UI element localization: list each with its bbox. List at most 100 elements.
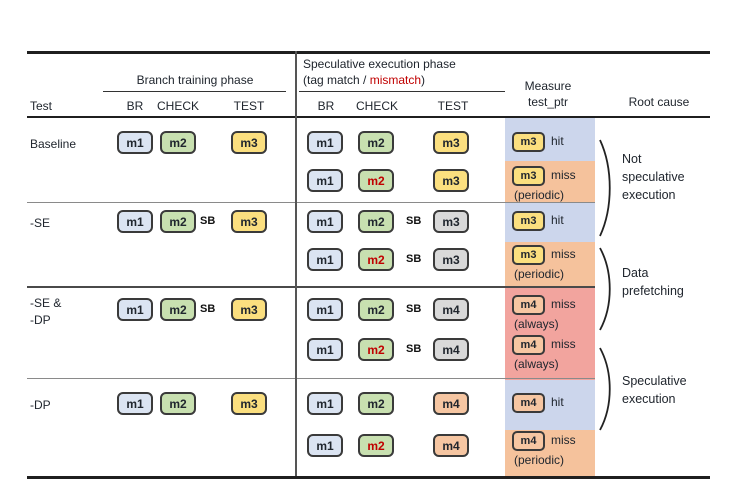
mismatch-text: mismatch [369, 73, 422, 87]
measure-result: hit [551, 134, 564, 148]
spec-br-box: m1 [307, 248, 343, 271]
store-buffer-label: SB [406, 215, 422, 227]
spec-br-box: m1 [307, 392, 343, 415]
spec-phase-header: Speculative execution phase [303, 57, 456, 71]
row-separator-2 [27, 286, 595, 288]
measure-box: m4 [512, 295, 545, 315]
spec-test-box: m4 [433, 434, 469, 457]
spec-test-box: m4 [433, 298, 469, 321]
spec-phase-subheader: (tag match / mismatch) [303, 73, 425, 87]
measure-box: m3 [512, 132, 545, 152]
spec-test-box: m3 [433, 248, 469, 271]
header-rule [27, 116, 710, 118]
measure-result: hit [551, 213, 564, 227]
store-buffer-label: SB [200, 215, 216, 227]
table-row: m1 m2 m3 m1 m2 m3 m3 hit [0, 131, 750, 155]
measure-box: m3 [512, 211, 545, 231]
measure-box: m4 [512, 393, 545, 413]
test-column-header: Test [30, 99, 53, 113]
bottom-rule [27, 476, 710, 479]
train-check-header: CHECK [156, 99, 199, 113]
root-cause-line: prefetching [622, 284, 684, 298]
train-test-header: TEST [233, 99, 265, 113]
measure-result: miss [551, 247, 576, 261]
row-separator-1 [27, 202, 595, 204]
root-cause-line: Data [622, 266, 649, 280]
spec-br-box: m1 [307, 434, 343, 457]
test-label-se-dp-line1: -SE & [30, 296, 62, 310]
spec-br-box: m1 [307, 338, 343, 361]
train-check-box: m2 [160, 210, 196, 233]
brace-data-prefetching [599, 247, 611, 331]
spec-br-box: m1 [307, 131, 343, 154]
train-check-box: m2 [160, 298, 196, 321]
root-cause-line: Speculative [622, 374, 687, 388]
measure-header-line2: test_ptr [527, 95, 569, 109]
train-br-box: m1 [117, 131, 153, 154]
measure-qualifier: (always) [514, 317, 559, 331]
train-br-header: BR [126, 99, 144, 113]
spec-check-box: m2 [358, 210, 394, 233]
spec-br-header: BR [317, 99, 335, 113]
measure-box: m3 [512, 166, 545, 186]
train-br-box: m1 [117, 298, 153, 321]
test-label-baseline: Baseline [30, 137, 77, 151]
spec-check-box: m2 [358, 434, 394, 457]
spec-check-header: CHECK [355, 99, 398, 113]
store-buffer-label: SB [406, 303, 422, 315]
root-cause-not-speculative: Not speculative execution [622, 150, 685, 204]
measure-result: miss [551, 337, 576, 351]
top-rule [27, 51, 710, 54]
train-test-box: m3 [231, 131, 267, 154]
branch-phase-header: Branch training phase [136, 73, 254, 87]
test-label-dp: -DP [30, 398, 51, 412]
branch-phase-underline [103, 91, 286, 93]
spec-check-box: m2 [358, 298, 394, 321]
measure-qualifier: (always) [514, 357, 559, 371]
measure-result: miss [551, 168, 576, 182]
store-buffer-label: SB [406, 253, 422, 265]
train-br-box: m1 [117, 392, 153, 415]
table-row: m1 m2 m3 m3 miss (periodic) [0, 166, 750, 202]
train-br-box: m1 [117, 210, 153, 233]
table-row: m1 m2 SB m3 m1 m2 SB m4 m4 miss (always) [0, 295, 750, 331]
root-cause-line: speculative [622, 170, 685, 184]
train-test-box: m3 [231, 210, 267, 233]
root-cause-speculative-execution: Speculative execution [622, 372, 687, 408]
measure-qualifier: (periodic) [514, 188, 565, 202]
root-cause-line: Not [622, 152, 642, 166]
spec-br-box: m1 [307, 298, 343, 321]
spec-check-box: m2 [358, 131, 394, 154]
table-row: m1 m2 SB m4 m4 miss (always) [0, 335, 750, 371]
table-row: m1 m2 SB m3 m1 m2 SB m3 m3 hit [0, 210, 750, 234]
measure-qualifier: (periodic) [514, 453, 565, 467]
spec-test-box: m3 [433, 169, 469, 192]
close-paren-text: ) [421, 73, 426, 87]
measure-qualifier: (periodic) [514, 267, 565, 281]
table-row: m1 m2 m3 m1 m2 m4 m4 hit [0, 392, 750, 416]
train-check-box: m2 [160, 131, 196, 154]
measure-result: miss [551, 433, 576, 447]
row-separator-3 [27, 378, 595, 380]
spec-br-box: m1 [307, 169, 343, 192]
table-row: m1 m2 m4 m4 miss (periodic) [0, 431, 750, 467]
table-row: m1 m2 SB m3 m3 miss (periodic) [0, 245, 750, 281]
phase-divider [295, 51, 297, 476]
root-cause-line: execution [622, 392, 676, 406]
train-check-box: m2 [160, 392, 196, 415]
brace-not-speculative [599, 139, 611, 237]
train-test-box: m3 [231, 298, 267, 321]
tag-match-text: (tag match / [303, 73, 370, 87]
root-cause-data-prefetching: Data prefetching [622, 264, 684, 300]
test-label-se-dp-line2: -DP [30, 313, 51, 327]
spec-test-header: TEST [437, 99, 469, 113]
spec-test-box: m4 [433, 338, 469, 361]
measure-box: m3 [512, 245, 545, 265]
spec-test-box: m4 [433, 392, 469, 415]
measure-header-line1: Measure [524, 79, 572, 93]
measure-box: m4 [512, 335, 545, 355]
store-buffer-label: SB [406, 343, 422, 355]
root-cause-header: Root cause [628, 95, 690, 109]
spec-check-box: m2 [358, 248, 394, 271]
